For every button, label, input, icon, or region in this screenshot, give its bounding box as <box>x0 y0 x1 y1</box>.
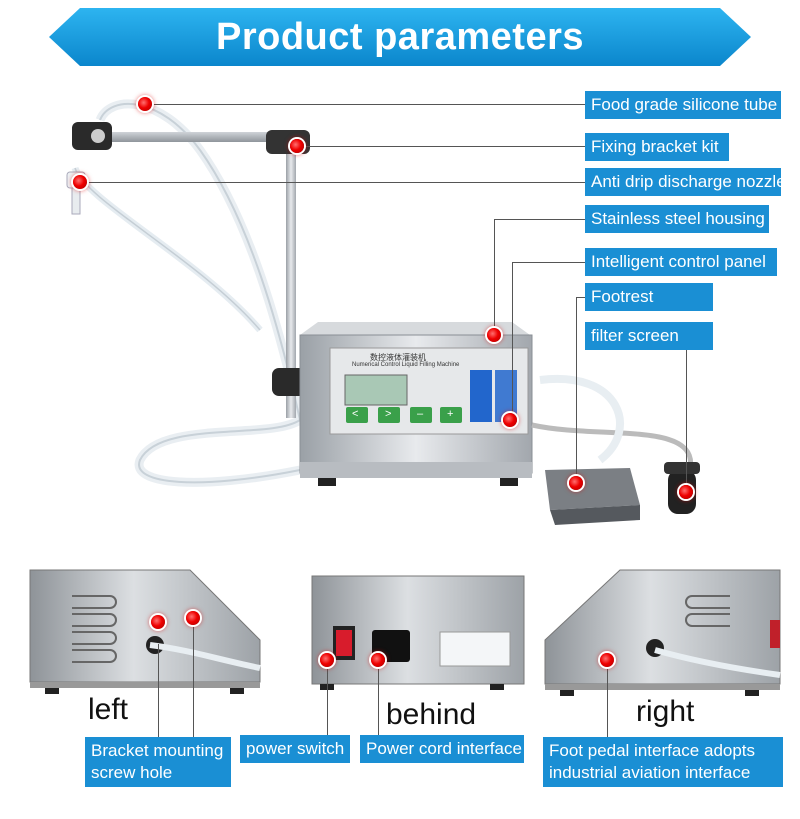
leader-line <box>145 104 585 105</box>
callout-bracket-hole-line2: screw hole <box>91 763 173 782</box>
marker-dot <box>320 653 334 667</box>
marker-dot <box>503 413 517 427</box>
leader-line <box>576 297 585 298</box>
marker-dot <box>73 175 87 189</box>
callout-foot-pedal: Foot pedal interface adopts industrial a… <box>543 737 783 787</box>
callout-filter-screen: filter screen <box>585 322 713 350</box>
callout-power-cord: Power cord interface <box>360 735 524 763</box>
leader-line <box>494 219 495 335</box>
header-banner <box>49 8 751 66</box>
callout-nozzle: Anti drip discharge nozzle <box>585 168 786 196</box>
marker-dot <box>600 653 614 667</box>
callout-bracket-hole: Bracket mounting screw hole <box>85 737 231 787</box>
marker-dot <box>569 476 583 490</box>
callout-steel-housing: Stainless steel housing <box>585 205 769 233</box>
panel-button-right: > <box>385 408 392 420</box>
view-label-behind: behind <box>386 698 477 731</box>
panel-button-plus: + <box>447 408 454 420</box>
callout-foot-pedal-line2: industrial aviation interface <box>549 763 751 782</box>
callout-fixing-bracket: Fixing bracket kit <box>585 133 729 161</box>
callout-control-panel: Intelligent control panel <box>585 248 777 276</box>
leader-line <box>576 297 577 483</box>
marker-dot <box>186 611 200 625</box>
marker-dot <box>487 328 501 342</box>
callout-foot-pedal-line1: Foot pedal interface adopts <box>549 741 756 760</box>
leader-line <box>378 660 379 737</box>
leader-line <box>494 219 585 220</box>
marker-dot <box>138 97 152 111</box>
leader-line <box>512 262 513 420</box>
leader-line <box>686 350 687 492</box>
panel-title-en: Numerical Control Liquid Filling Machine <box>352 362 460 368</box>
leader-line <box>512 262 585 263</box>
view-label-right: right <box>636 695 695 728</box>
panel-button-minus: – <box>417 408 424 420</box>
callout-bracket-hole-line1: Bracket mounting <box>91 741 224 760</box>
marker-dot <box>290 139 304 153</box>
leader-line <box>607 660 608 737</box>
page-title: Product parameters <box>215 16 584 58</box>
leader-line <box>193 618 194 737</box>
leader-line <box>158 644 159 737</box>
callout-footrest: Footrest <box>585 283 713 311</box>
marker-dot <box>371 653 385 667</box>
view-label-left: left <box>88 693 129 726</box>
callout-power-switch: power switch <box>240 735 350 763</box>
callout-silicone-tube: Food grade silicone tube <box>585 91 781 119</box>
leader-line <box>297 146 585 147</box>
leader-line <box>80 182 585 183</box>
panel-button-left: < <box>352 408 359 420</box>
marker-dot <box>151 615 165 629</box>
leader-line <box>327 660 328 737</box>
marker-dot <box>679 485 693 499</box>
panel-title-cn: 数控液体灌装机 <box>370 353 426 362</box>
